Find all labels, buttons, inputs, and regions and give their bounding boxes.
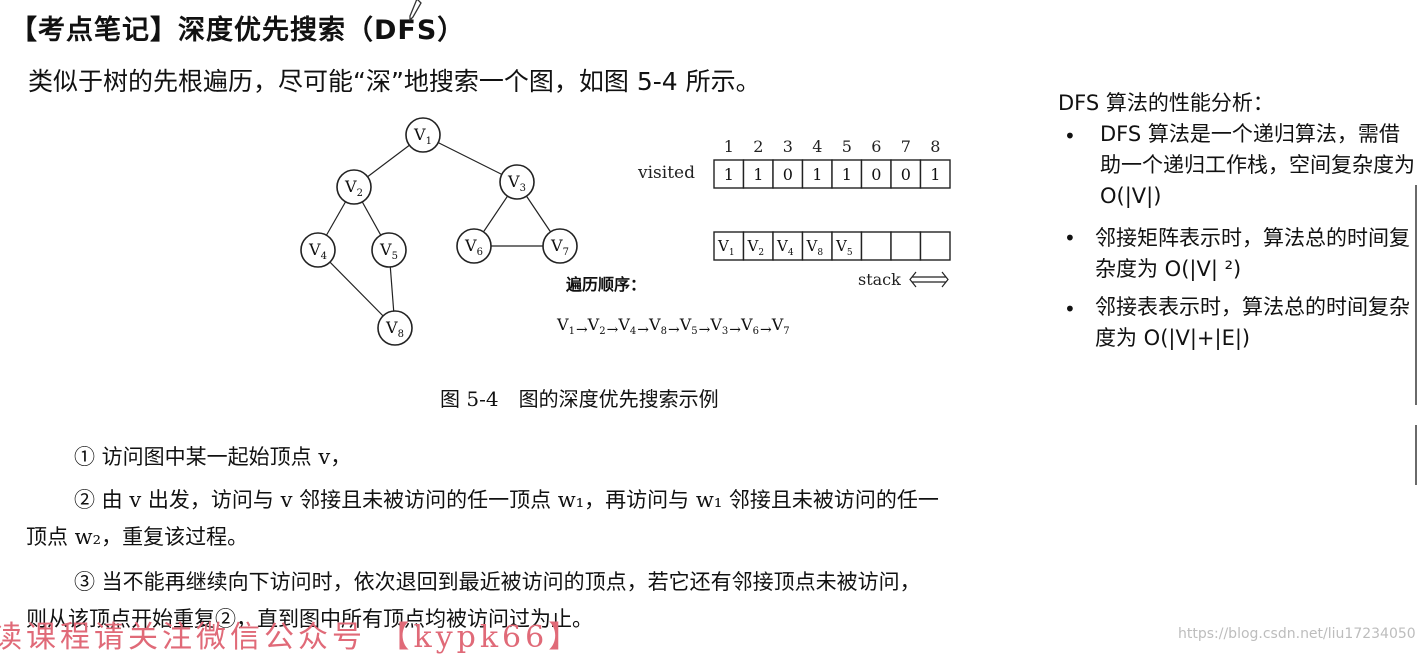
double-arrow-icon: [909, 271, 949, 288]
stack-cell-value: V4: [776, 237, 794, 258]
vertex-v8: [377, 310, 413, 346]
vertex-v4: [300, 232, 336, 268]
scroll-edge-bar: [1415, 185, 1417, 405]
stack-cell: [919, 231, 951, 261]
vertex-v6-label: V6: [464, 236, 483, 258]
stack-cell: [713, 231, 745, 261]
stack-cell-value: V8: [806, 237, 824, 258]
visited-index: 6: [871, 137, 881, 156]
watermark-bottom-left: 读课程请关注微信公众号 【kypk66】: [0, 620, 583, 655]
vertex-v7-label: V7: [550, 236, 569, 258]
vertex-v6: [456, 228, 492, 264]
vertex-v5-label: V5: [379, 240, 398, 262]
traversal-order: V1→V2→V4→V8→V5→V3→V6→V7: [556, 315, 790, 338]
bullet-icon: •: [1064, 124, 1076, 148]
visited-index: 1: [724, 137, 734, 156]
step-3-continued: 则从该顶点开始重复②，直到图中所有顶点均被访问过为止。: [26, 607, 593, 631]
side-item-3: 邻接表表示时，算法总的时间复杂度为 O(|V|+|E|): [1095, 295, 1410, 350]
visited-value: 1: [812, 165, 822, 184]
visited-value: 0: [871, 165, 881, 184]
visited-index: 2: [753, 137, 763, 156]
visited-index: 4: [812, 137, 822, 156]
stack-cell: [801, 231, 833, 261]
visited-value: 1: [753, 165, 763, 184]
visited-index: 8: [930, 137, 940, 156]
stack-cell-value: V2: [747, 237, 765, 258]
visited-value: 1: [724, 165, 734, 184]
vertex-v4-label: V4: [308, 240, 327, 262]
visited-cell: [919, 159, 951, 189]
intro-text: 类似于树的先根遍历，尽可能“深”地搜索一个图，如图 5-4 所示。: [28, 67, 761, 96]
visited-index: 7: [901, 137, 911, 156]
side-item-2: 邻接矩阵表示时，算法总的时间复杂度为 O(|V| ²): [1095, 226, 1410, 281]
stack-cell-value: V1: [717, 237, 735, 258]
stack-cell-value: V5: [835, 237, 853, 258]
stack-cell: [860, 231, 892, 261]
figure-caption: 图 5-4 图的深度优先搜索示例: [440, 387, 719, 411]
page-title: 【考点笔记】深度优先搜索（DFS）: [10, 15, 466, 46]
order-label: 遍历顺序：: [565, 275, 646, 294]
vertex-v7: [542, 228, 578, 264]
step-1: ① 访问图中某一起始顶点 v，: [74, 445, 352, 469]
visited-value: 0: [783, 165, 793, 184]
visited-value: 1: [930, 165, 940, 184]
scroll-edge-bar: [1415, 425, 1417, 485]
vertex-v2-label: V2: [344, 177, 363, 199]
step-2-continued: 顶点 w₂，重复该过程。: [26, 525, 249, 549]
stack-label: stack: [858, 270, 901, 289]
visited-cell: [713, 159, 745, 189]
visited-cell: [890, 159, 922, 189]
bullet-icon: •: [1064, 226, 1076, 250]
stack-cell: [772, 231, 804, 261]
visited-cell: [860, 159, 892, 189]
vertex-v3: [499, 164, 535, 200]
vertex-v8-label: V8: [385, 318, 404, 340]
step-3: ③ 当不能再继续向下访问时，依次退回到最近被访问的顶点，若它还有邻接顶点未被访问…: [74, 570, 921, 594]
vertex-v2: [336, 169, 372, 205]
side-item-1: DFS 算法是一个递归算法，需借助一个递归工作栈，空间复杂度为 O(|V|): [1100, 122, 1415, 208]
visited-index: 5: [842, 137, 852, 156]
visited-index: 3: [783, 137, 793, 156]
vertex-v3-label: V3: [507, 172, 526, 194]
step-2: ② 由 v 出发，访问与 v 邻接且未被访问的任一顶点 w₁，再访问与 w₁ 邻…: [74, 488, 939, 512]
visited-value: 1: [842, 165, 852, 184]
side-panel-heading: DFS 算法的性能分析：: [1058, 91, 1274, 115]
vertex-v1: [405, 117, 441, 153]
bullet-icon: •: [1064, 297, 1076, 321]
pencil-cursor-icon: [409, 0, 422, 22]
visited-value: 0: [901, 165, 911, 184]
vertex-v1-label: V1: [413, 125, 432, 147]
vertex-v5: [371, 232, 407, 268]
stack-cell: [890, 231, 922, 261]
edge-v4-v8: [317, 249, 396, 329]
watermark-url: https://blog.csdn.net/liu17234050: [1178, 626, 1416, 642]
visited-label: visited: [637, 163, 695, 183]
